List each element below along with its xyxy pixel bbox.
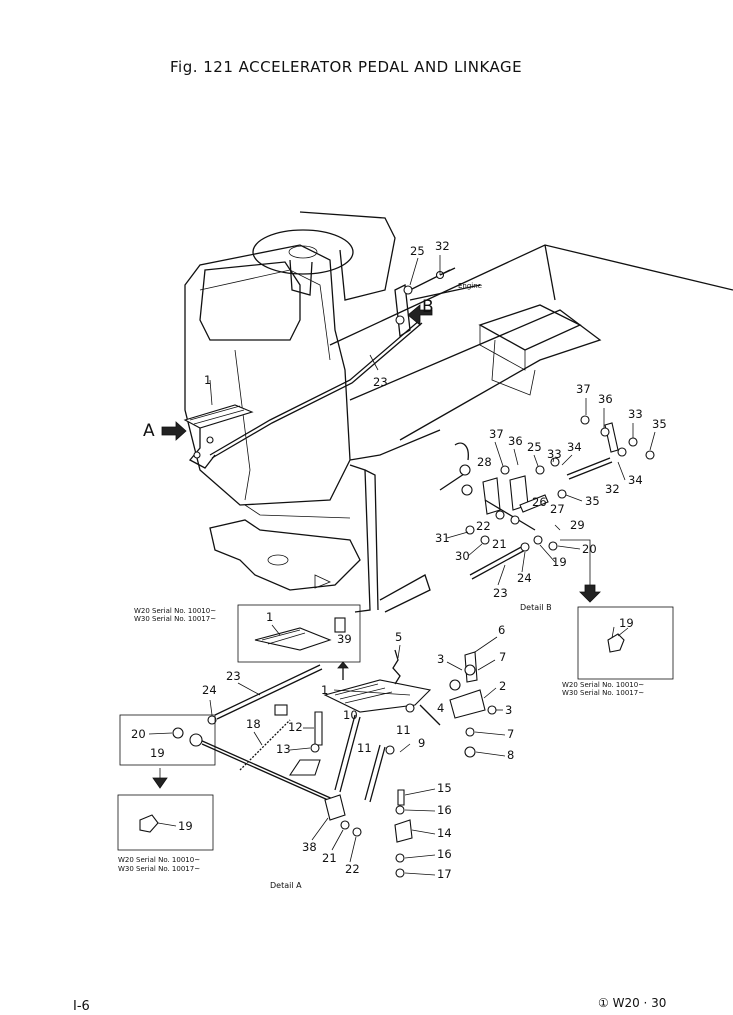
callout-15: 15 [437, 781, 452, 795]
callout-20: 20 [131, 727, 146, 741]
callout-33: 33 [547, 447, 562, 461]
callout-25: 25 [410, 244, 425, 258]
callout-24: 24 [517, 571, 532, 585]
callout-7: 7 [507, 727, 514, 741]
callout-21: 21 [492, 537, 507, 551]
callout-19: 19 [619, 616, 634, 630]
view-arrow-b [407, 304, 433, 326]
callout-18: 18 [246, 717, 261, 731]
truck-overview [161, 211, 733, 613]
leader-lines [148, 398, 656, 876]
callout-11: 11 [357, 741, 372, 755]
view-marker-b: B [422, 297, 434, 317]
engine-label: Engine [458, 282, 482, 290]
callout-23: 23 [493, 586, 508, 600]
detail-b-drawing [439, 415, 674, 680]
callout-37: 37 [576, 382, 591, 396]
callout-3: 3 [505, 703, 512, 717]
serial-note-w30-a-top: W30 Serial No. 10017~ [134, 615, 216, 623]
callout-7: 7 [499, 650, 506, 664]
callout-22: 22 [345, 862, 360, 876]
figure-title: Fig. 121 ACCELERATOR PEDAL AND LINKAGE [170, 58, 522, 76]
callout-1: 1 [266, 610, 273, 624]
callout-20: 20 [582, 542, 597, 556]
callout-36: 36 [598, 392, 613, 406]
callout-13: 13 [276, 742, 291, 756]
callout-36: 36 [508, 434, 523, 448]
callout-32: 32 [605, 482, 620, 496]
callout-17: 17 [437, 867, 452, 881]
detail-a-drawing [117, 604, 497, 878]
serial-note-w20-a-top: W20 Serial No. 10010~ [134, 607, 216, 615]
callout-3: 3 [437, 652, 444, 666]
callout-33: 33 [628, 407, 643, 421]
callout-11: 11 [396, 723, 411, 737]
callout-5: 5 [395, 630, 402, 644]
callout-16: 16 [437, 847, 452, 861]
part-callouts: 1 23 25 32 37 36 33 35 37 36 25 34 33 34… [131, 239, 667, 881]
callout-4: 4 [437, 701, 444, 715]
serial-note-w30-b: W30 Serial No. 10017~ [562, 689, 644, 697]
callout-8: 8 [507, 748, 514, 762]
callout-19: 19 [178, 819, 193, 833]
detail-b-label: Detail B [520, 603, 552, 612]
callout-12: 12 [288, 720, 303, 734]
callout-34: 34 [567, 440, 582, 454]
callout-35: 35 [652, 417, 667, 431]
callout-19: 19 [150, 746, 165, 760]
model-code: ① W20 · 30 [598, 996, 666, 1010]
callout-16: 16 [437, 803, 452, 817]
callout-1: 1 [321, 683, 328, 697]
callout-21: 21 [322, 851, 337, 865]
callout-38: 38 [302, 840, 317, 854]
callout-30: 30 [455, 549, 470, 563]
callout-23: 23 [373, 375, 388, 389]
callout-23: 23 [226, 669, 241, 683]
callout-31: 31 [435, 531, 450, 545]
callout-9: 9 [418, 736, 425, 750]
callout-39: 39 [337, 632, 352, 646]
serial-note-w30-a-bottom: W30 Serial No. 10017~ [118, 865, 200, 873]
serial-note-w20-a-bottom: W20 Serial No. 10010~ [118, 856, 200, 864]
callout-25: 25 [527, 440, 542, 454]
view-marker-a: A [143, 421, 155, 441]
callout-35: 35 [585, 494, 600, 508]
page-number: I-6 [73, 999, 90, 1014]
callout-6: 6 [498, 623, 505, 637]
callout-19: 19 [552, 555, 567, 569]
callout-2: 2 [499, 679, 506, 693]
callout-29: 29 [570, 518, 585, 532]
callout-27: 27 [550, 502, 565, 516]
callout-26: 26 [532, 495, 547, 509]
view-arrow-a [161, 421, 187, 441]
callout-14: 14 [437, 826, 452, 840]
callout-28: 28 [477, 455, 492, 469]
callout-10: 10 [343, 708, 358, 722]
serial-note-w20-b: W20 Serial No. 10010~ [562, 681, 644, 689]
callout-34: 34 [628, 473, 643, 487]
detail-a-label: Detail A [270, 881, 302, 890]
callout-32: 32 [435, 239, 450, 253]
callout-22: 22 [476, 519, 491, 533]
callout-24: 24 [202, 683, 217, 697]
callout-37: 37 [489, 427, 504, 441]
callout-1: 1 [204, 373, 211, 387]
